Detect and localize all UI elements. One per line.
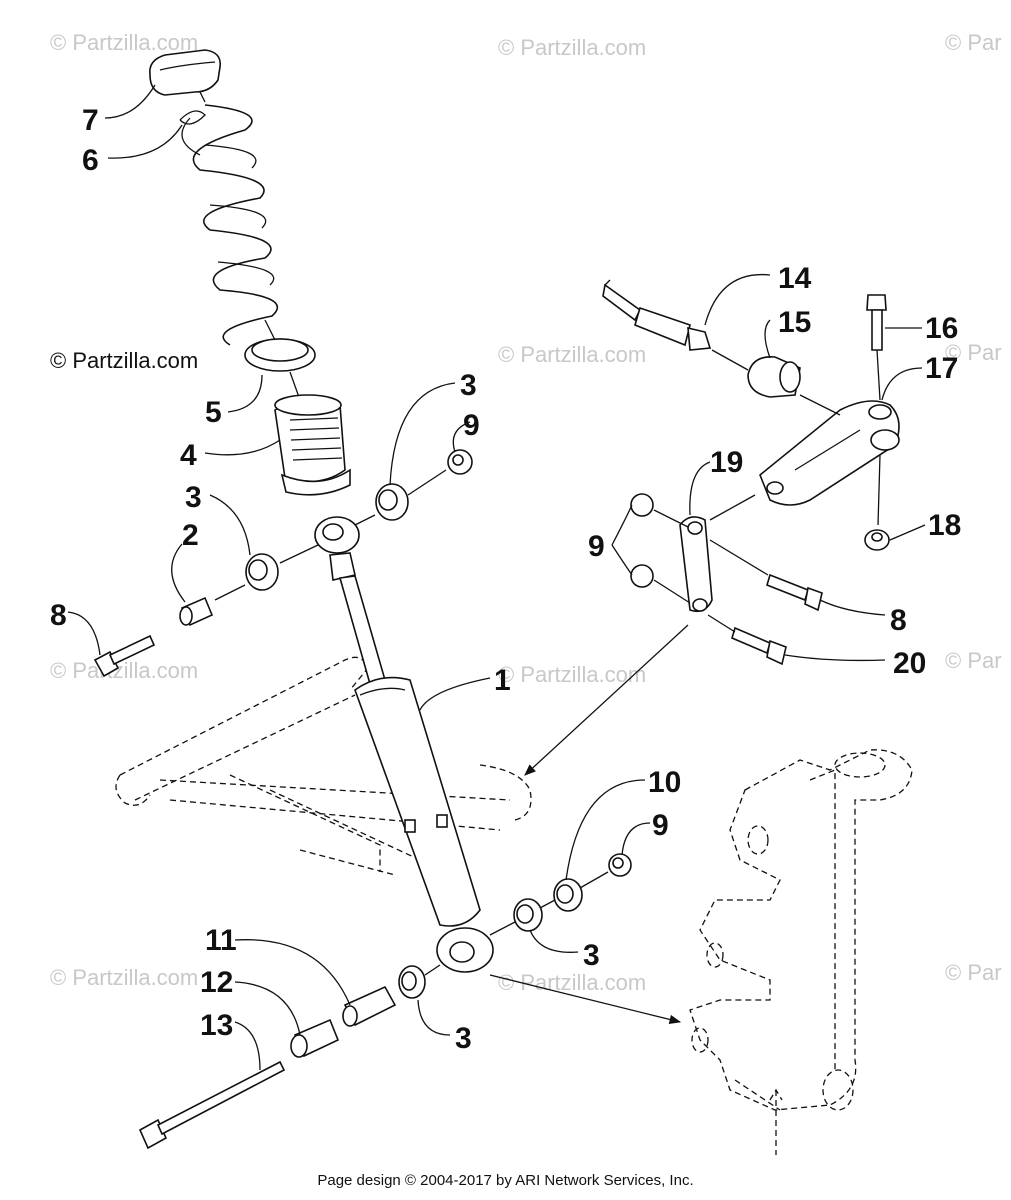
watermark-row3-left: © Partzilla.com [50,658,198,683]
lower-nut-9 [608,853,632,877]
upper-bushing-right [375,483,409,521]
lower-bushing-right [513,898,543,932]
lower-bushing-left [398,965,426,999]
watermark-mid-left: © Partzilla.com [50,348,198,373]
steering-knuckle-outline [689,749,913,1155]
callout-12: 12 [200,966,233,999]
watermark-mid-center: © Partzilla.com [498,342,646,367]
callout-3d: 3 [455,1022,472,1055]
pitman-arm-17 [759,400,900,506]
watermark-row4-left: © Partzilla.com [50,965,198,990]
a-arm-outline [115,656,532,876]
watermark-top-right: © Par [945,30,1002,55]
coil-spring-part [181,91,279,346]
callout-16: 16 [925,312,958,345]
bolt-16 [866,294,887,351]
callout-7: 7 [82,104,99,137]
watermark-mid-right: © Par [945,340,1002,365]
callout-10: 10 [648,766,681,799]
link-19 [679,516,713,613]
callout-3b: 3 [460,369,477,402]
lower-spacer-10 [553,878,583,912]
callout-5: 5 [205,396,222,429]
watermark-top-left: © Partzilla.com [50,30,198,55]
watermark-row4-right: © Par [945,960,1002,985]
tie-rod-14 [602,283,712,351]
nuts-9-pair [630,493,654,588]
callout-6: 6 [82,144,99,177]
callout-2: 2 [182,519,199,552]
callout-9a: 9 [463,409,480,442]
spring-clip-part [179,110,206,125]
spring-seat-part [244,319,316,401]
callout-17: 17 [925,352,958,385]
bushing-15 [747,356,801,398]
nut-18 [864,529,890,551]
bolt-8-left [93,634,156,678]
callout-14: 14 [778,262,812,295]
arrow-link-to-arm [524,624,689,776]
callout-3c: 3 [583,939,600,972]
shock-absorber-part [314,516,494,973]
callout-19: 19 [710,446,743,479]
callout-13: 13 [200,1009,233,1042]
callout-8a: 8 [50,599,67,632]
watermark-row3-right: © Par [945,648,1002,673]
watermark-top-center: © Partzilla.com [498,35,646,60]
callout-9b: 9 [588,530,605,563]
upper-axis-line [214,584,246,601]
upper-nut [447,449,473,475]
callout-15: 15 [778,306,811,339]
callout-8b: 8 [890,604,907,637]
leader-lines [67,84,926,1071]
upper-bushing-left [245,553,279,591]
bolt-8-right [766,573,823,612]
callout-20: 20 [893,647,926,680]
spacer-2 [179,596,214,627]
callout-18: 18 [928,509,961,542]
callout-4: 4 [180,439,197,472]
watermark-row3-center: © Partzilla.com [498,662,646,687]
arrow-shock-to-knuckle [489,974,682,1025]
sleeve-12 [290,1018,340,1058]
sleeve-11 [342,985,397,1027]
callout-9c: 9 [652,809,669,842]
callout-11: 11 [205,924,237,957]
bump-stop-part [274,394,351,496]
callout-3a: 3 [185,481,202,514]
spring-retainer-part [148,49,222,96]
footer-copyright: Page design © 2004-2017 by ARI Network S… [317,1172,694,1189]
long-bolt-13 [138,1060,286,1150]
bolt-20 [731,626,787,666]
callout-1: 1 [494,664,511,697]
